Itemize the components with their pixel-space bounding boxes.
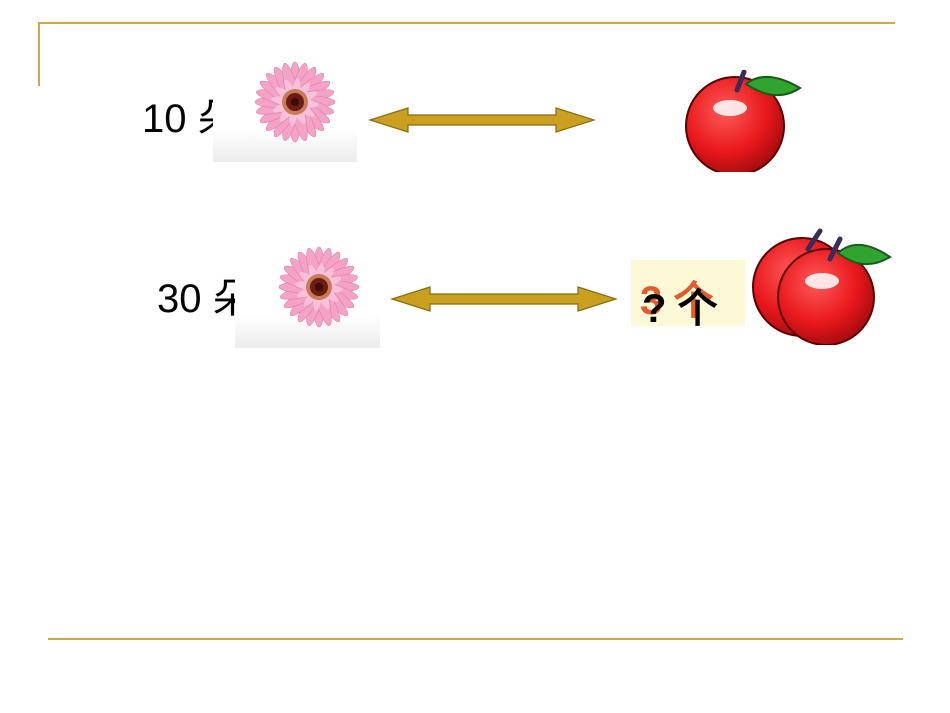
answer-question-mark: ? [642, 287, 667, 331]
row1-count: 10 [142, 97, 187, 141]
two-apples-icon [752, 228, 892, 345]
answer-shadow-text: 3 个 [640, 279, 714, 323]
red-apple-icon [685, 70, 802, 172]
answer-unit: 个 [677, 287, 718, 331]
row2-double-arrow-icon [390, 286, 618, 312]
left-rule [38, 22, 40, 86]
row1-double-arrow-icon [368, 107, 596, 133]
top-rule [40, 22, 895, 24]
pink-flower-icon [278, 246, 360, 328]
row1-flower-frame [213, 52, 357, 162]
bottom-rule [48, 638, 903, 640]
pink-flower-icon [254, 61, 336, 143]
answer-text: ? 个 [642, 276, 718, 334]
row2-count: 30 [157, 277, 202, 321]
row2-flower-frame [235, 237, 380, 348]
answer-box [631, 260, 745, 326]
